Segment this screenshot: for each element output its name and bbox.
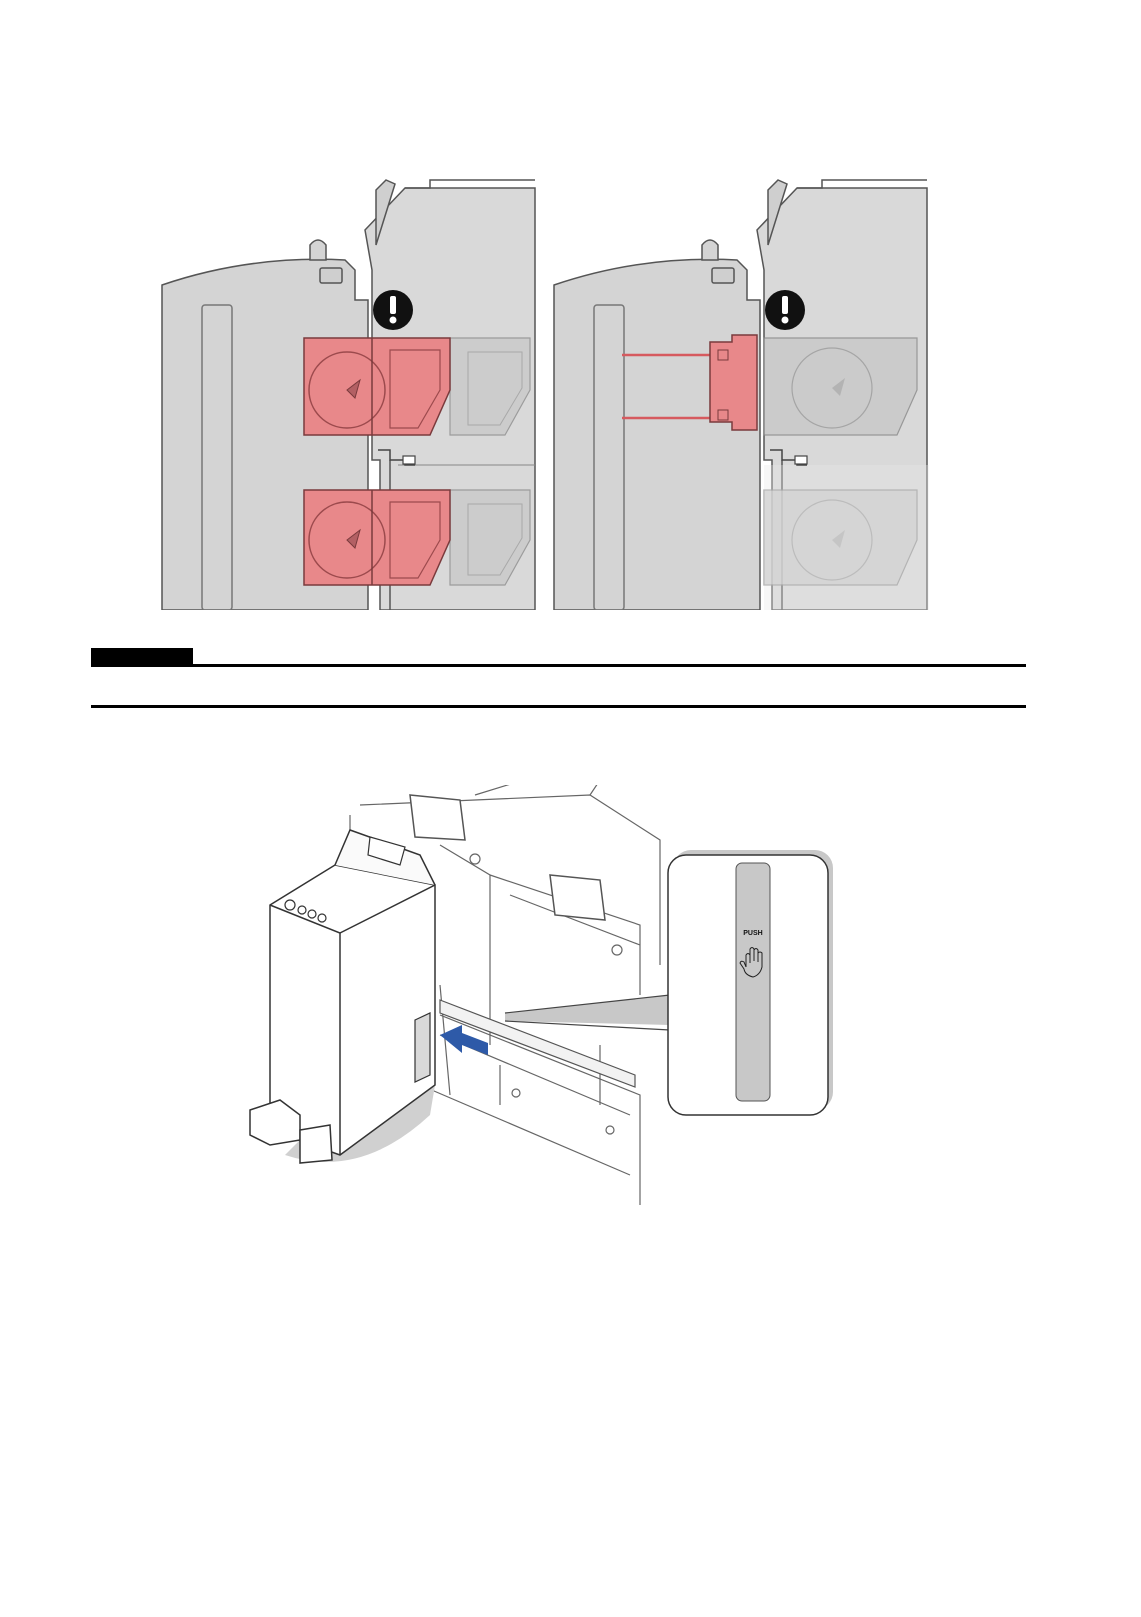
push-arrow-icon <box>440 1025 488 1055</box>
panel-left <box>162 180 535 610</box>
section-tag <box>91 648 193 664</box>
printer-screen-right <box>550 875 605 920</box>
push-label: PUSH <box>743 930 762 937</box>
callout-connector <box>505 995 670 1030</box>
warning-exclamation-icon <box>765 290 805 330</box>
push-plate <box>736 863 770 1101</box>
section-rule-top <box>91 664 1026 667</box>
push-unit-diagram: PUSH <box>240 785 860 1225</box>
highlighted-tank-lower <box>304 490 450 585</box>
panel-right <box>554 180 929 610</box>
section-rule-bottom <box>91 705 1026 708</box>
tank-installation-diagram <box>150 160 950 610</box>
ghost-tank-upper <box>764 338 917 435</box>
highlighted-tank-upper <box>304 338 450 435</box>
machine-body-front <box>554 259 760 610</box>
warning-exclamation-icon <box>373 290 413 330</box>
printer-screen-left <box>410 795 465 840</box>
